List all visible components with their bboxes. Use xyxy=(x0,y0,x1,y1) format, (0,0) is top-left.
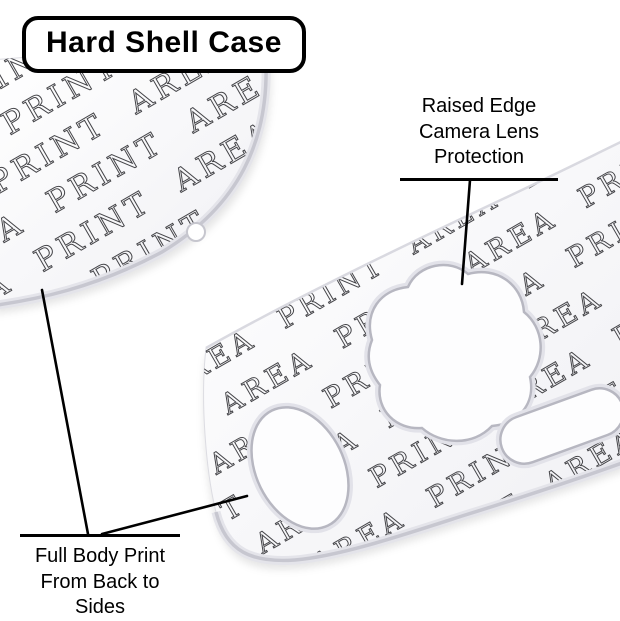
side-button-notch xyxy=(186,222,206,242)
main-case-rim xyxy=(214,461,620,563)
annotation-full-body-line: From Back to xyxy=(40,570,160,593)
leader-line-fullbody-right xyxy=(100,494,249,536)
pill-cutout xyxy=(499,387,620,465)
annotation-full-body-line: Full Body Print xyxy=(34,545,166,567)
annotation-full-body-line: Sides xyxy=(74,596,126,619)
leader-line-camera xyxy=(460,178,472,286)
annotation-camera-line: Raised Edge xyxy=(421,95,537,117)
main-case-top-edge xyxy=(205,141,620,350)
camera-cutout xyxy=(367,263,542,443)
leader-line-fullbody-left xyxy=(40,288,90,536)
fragment-case-rim xyxy=(0,63,268,307)
title-badge-label: Hard Shell Case xyxy=(46,26,282,59)
annotation-camera: Raised Edge Camera Lens Protection xyxy=(400,94,558,181)
annotation-full-body-print: Full Body Print From Back to Sides xyxy=(20,534,180,621)
annotation-camera-line: Camera Lens xyxy=(418,120,540,143)
main-case-cutouts xyxy=(247,260,620,534)
title-badge: Hard Shell Case xyxy=(22,16,306,73)
annotation-camera-line: Protection xyxy=(433,146,525,169)
port-cutout xyxy=(250,406,350,530)
